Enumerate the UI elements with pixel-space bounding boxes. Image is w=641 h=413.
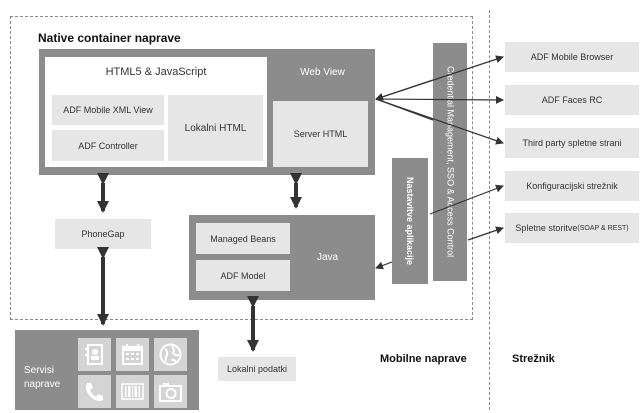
lokalni-html: Lokalni HTML	[168, 95, 263, 161]
adf-xml-view: ADF Mobile XML View	[52, 95, 164, 125]
arrow-to-konfiguracijski	[429, 184, 504, 215]
spletne-storitve-suffix: (SOAP & REST)	[577, 224, 629, 232]
adf-controller: ADF Controller	[52, 130, 164, 161]
lokalni-podatki: Lokalni podatki	[218, 357, 296, 381]
credential-block	[433, 43, 467, 281]
java-label: Java	[316, 251, 339, 263]
globe-icon	[154, 338, 187, 371]
server-third-party: Third party spletne strani	[505, 128, 639, 158]
adf-model: ADF Model	[196, 260, 290, 291]
nastavitve-label: Nastavitve aplikacije	[405, 176, 415, 266]
container-title: Native container naprave	[38, 31, 181, 45]
arrow-to-adf-mobile-browser	[375, 55, 504, 100]
nastavitve-block	[392, 158, 428, 284]
server-spletne-storitve: Spletne storitve(SOAP & REST)	[505, 213, 639, 243]
camera-icon	[154, 375, 187, 408]
web-view-label: Web View	[300, 66, 345, 78]
server-divider	[489, 10, 490, 410]
credential-label: Credential Management, SSO & Access Cont…	[445, 66, 456, 258]
server-konfiguracijski: Konfiguracijski strežnik	[505, 171, 639, 201]
streznik-label: Strežnik	[512, 353, 555, 365]
html5-title: HTML5 & JavaScript	[105, 66, 207, 78]
calendar-icon	[116, 338, 149, 371]
contacts-icon	[78, 338, 111, 371]
spletne-storitve-text: Spletne storitve	[515, 223, 578, 233]
servisi-label: Servisi naprave	[24, 365, 61, 390]
server-html: Server HTML	[273, 101, 368, 167]
arrow-to-third-party	[375, 98, 504, 145]
barcode-icon	[116, 375, 149, 408]
arrow-to-adf-faces	[375, 95, 504, 104]
phone-icon	[78, 375, 111, 408]
arrow-nastavitve-java	[375, 261, 393, 270]
native-container	[10, 16, 473, 320]
mobilne-naprave-label: Mobilne naprave	[380, 353, 467, 365]
server-adf-faces-rc: ADF Faces RC	[505, 85, 639, 115]
arrow-to-spletne-storitve	[467, 226, 504, 241]
phonegap: PhoneGap	[55, 219, 151, 249]
managed-beans: Managed Beans	[196, 223, 290, 254]
server-adf-mobile-browser: ADF Mobile Browser	[505, 42, 639, 72]
